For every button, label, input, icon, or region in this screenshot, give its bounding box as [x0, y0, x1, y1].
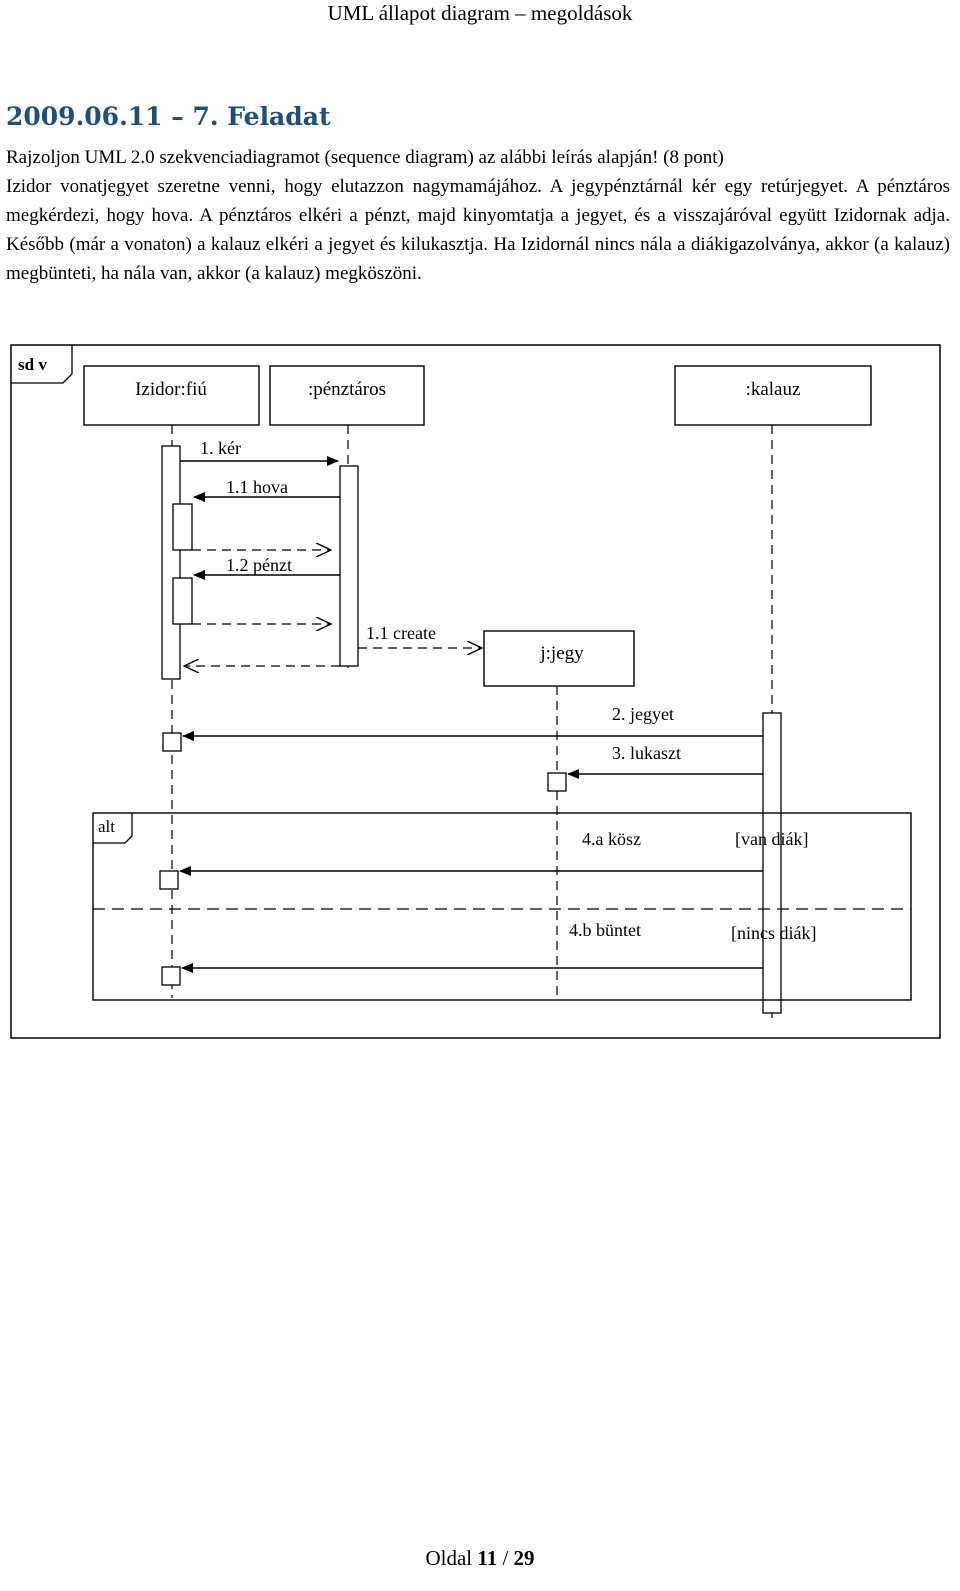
lifeline-label-jegy: j:jegy	[539, 643, 584, 664]
exec-izidor-jegyet	[162, 732, 182, 752]
message-label-create: 1.1 create	[366, 623, 436, 643]
alt-guard-van-diak: [van diák]	[735, 829, 808, 849]
lifeline-head-izidor	[83, 365, 260, 426]
sequence-diagram: sd v Izidor:fiú :pénztáros :kalauz j:jeg…	[10, 344, 941, 1039]
alt-fragment-tab	[93, 813, 133, 844]
exec-izidor-buntet	[161, 966, 181, 986]
activation-kalauz	[762, 712, 782, 1014]
activation-izidor	[161, 445, 181, 680]
alt-fragment	[92, 812, 912, 1001]
page-header: UML állapot diagram – megoldások	[327, 1, 633, 25]
diagram-frame	[10, 344, 941, 1039]
lifeline-label-izidor: Izidor:fiú	[135, 379, 207, 400]
footer-current-page: 11	[477, 1546, 498, 1570]
lifeline-head-jegy	[483, 630, 635, 687]
message-label-ker: 1. kér	[200, 438, 241, 458]
alt-guard-nincs-diak: [nincs diák]	[731, 923, 816, 943]
lifeline-head-penztaros	[269, 365, 425, 426]
message-label-hova: 1.1 hova	[226, 477, 288, 497]
paragraph-instruction: Rajzoljon UML 2.0 szekvenciadiagramot (s…	[6, 147, 724, 168]
exec-izidor-kosz	[159, 870, 179, 890]
message-label-buntet: 4.b büntet	[569, 920, 641, 940]
footer-prefix: Oldal	[425, 1546, 473, 1570]
activation-penztaros	[339, 465, 359, 667]
alt-label: alt	[98, 817, 115, 836]
paragraph-story: Izidor vonatjegyet szeretne venni, hogy …	[6, 175, 950, 284]
message-label-jegyet: 2. jegyet	[612, 704, 674, 724]
message-label-penzt: 1.2 pénzt	[226, 555, 292, 575]
message-label-lukaszt: 3. lukaszt	[612, 743, 681, 763]
frame-label-tab	[11, 345, 73, 384]
frame-label: sd v	[18, 355, 47, 374]
footer-separator: /	[502, 1546, 509, 1570]
footer-total-pages: 29	[513, 1546, 535, 1570]
lifeline-head-kalauz	[674, 365, 872, 426]
task-title: 2009.06.11 – 7. Feladat	[6, 102, 331, 131]
lifeline-label-kalauz: :kalauz	[746, 379, 801, 400]
lifeline-label-penztaros: :pénztáros	[308, 379, 386, 400]
activation-izidor-hova	[172, 503, 193, 551]
task-description: Rajzoljon UML 2.0 szekvenciadiagramot (s…	[6, 144, 950, 289]
page-footer: Oldal 11 / 29	[0, 1544, 960, 1572]
activation-izidor-penzt	[172, 577, 193, 625]
message-label-kosz: 4.a kösz	[582, 829, 641, 849]
exec-jegy-lukaszt	[547, 772, 567, 792]
